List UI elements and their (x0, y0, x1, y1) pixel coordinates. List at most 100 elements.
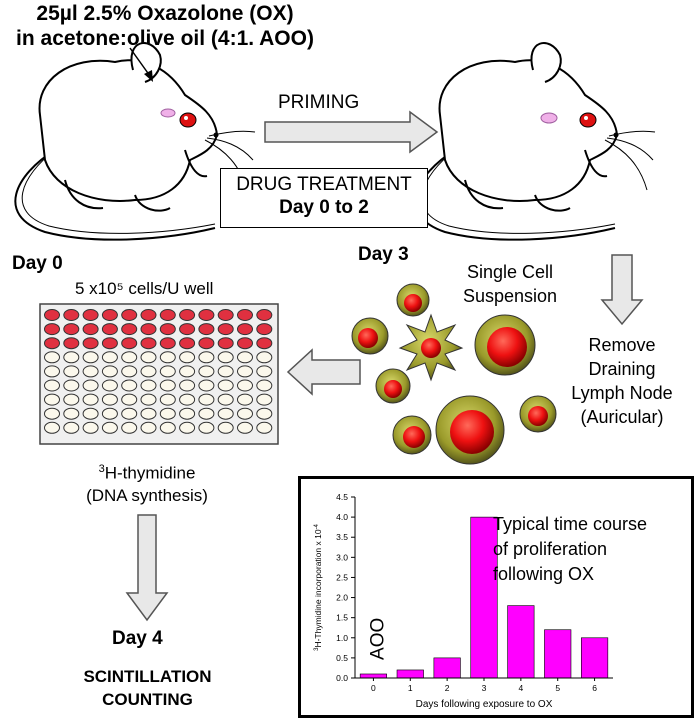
well-filled (82, 337, 99, 350)
well-empty (63, 421, 80, 434)
well-empty (217, 351, 234, 364)
x-tick-label: 6 (592, 683, 597, 693)
header-line-1: 25µl 2.5% Oxazolone (OX) (36, 2, 294, 25)
well-filled (256, 309, 273, 321)
cell-icon (435, 395, 505, 465)
well-filled (44, 337, 60, 350)
chart-bar (507, 605, 535, 679)
x-tick-label: 1 (408, 683, 413, 693)
well-empty (217, 365, 234, 378)
well-empty (256, 421, 273, 434)
cell-icon (351, 317, 389, 355)
chart-bar (544, 629, 572, 679)
well-empty (140, 351, 157, 364)
well-filled (179, 337, 196, 350)
well-empty (179, 351, 196, 364)
well-empty (121, 379, 138, 392)
well-empty (217, 393, 234, 406)
cell-icon (519, 395, 557, 433)
well-empty (82, 407, 99, 420)
well-empty (121, 407, 138, 420)
well-empty (217, 379, 234, 392)
well-empty (44, 393, 60, 406)
chart-y-label: 3H-Thymidine incorporation x 10-4 (313, 523, 323, 650)
dna-synthesis-label: (DNA synthesis) (86, 486, 208, 505)
y-tick-label: 3.5 (336, 532, 348, 542)
well-empty (237, 393, 253, 406)
well-empty (63, 393, 80, 406)
well-filled (256, 337, 273, 350)
well-filled (179, 323, 196, 336)
chart-x-label: Days following exposure to OX (416, 699, 553, 710)
well-empty (179, 393, 196, 406)
well-empty (256, 407, 273, 420)
well-empty (140, 393, 157, 406)
cells-per-well-label: 5 x10⁵ cells/U well (75, 279, 214, 298)
well-empty (159, 393, 176, 406)
well-filled (121, 337, 138, 350)
cell-icon (474, 314, 536, 376)
chart-annotation-line-3: following OX (493, 564, 594, 584)
priming-arrow-icon (264, 110, 439, 154)
well-empty (101, 421, 118, 434)
well-empty (237, 407, 253, 420)
well-empty (140, 421, 157, 434)
x-tick-label: 0 (371, 683, 376, 693)
y-tick-label: 4.5 (336, 492, 348, 502)
chart-bar (470, 516, 498, 679)
well-empty (140, 407, 157, 420)
well-empty (44, 365, 60, 378)
scintillation-line-2: COUNTING (102, 690, 193, 709)
y-tick-label: 2.0 (336, 593, 348, 603)
header-line-2: in acetone:olive oil (4:1. AOO) (16, 27, 314, 50)
well-empty (237, 379, 253, 392)
well-empty (101, 365, 118, 378)
mouse-left-icon (14, 42, 256, 241)
well-empty (179, 421, 196, 434)
drug-treatment-line-1: DRUG TREATMENT (236, 174, 412, 195)
well-empty (179, 365, 196, 378)
well-empty (140, 365, 157, 378)
well-empty (159, 407, 176, 420)
mouse-right-icon (414, 42, 656, 241)
well-filled (256, 323, 273, 336)
well-filled (82, 323, 99, 336)
well-empty (44, 379, 60, 392)
chart-bar (433, 657, 461, 679)
priming-label: PRIMING (278, 92, 360, 113)
well-filled (101, 309, 118, 321)
well-filled (179, 309, 196, 321)
well-filled (159, 323, 176, 336)
chart-bar (359, 673, 387, 679)
cell-icon (396, 283, 430, 317)
well-empty (82, 379, 99, 392)
well-empty (198, 393, 215, 406)
well-empty (82, 421, 99, 434)
well-empty (101, 407, 118, 420)
chart-aoo-annotation: AOO (367, 618, 388, 660)
well-empty (63, 365, 80, 378)
remove-node-line-2: Draining (588, 359, 656, 379)
well-filled (82, 309, 99, 321)
well-filled (140, 337, 157, 350)
well-filled (101, 337, 118, 350)
well-empty (63, 351, 80, 364)
well-filled (198, 337, 215, 350)
thymidine-superscript: 3 (98, 463, 105, 475)
y-tick-label: 0.5 (336, 653, 348, 663)
well-empty (44, 407, 60, 420)
day-0-label: Day 0 (12, 253, 63, 274)
day-4-label: Day 4 (112, 628, 163, 649)
well-empty (82, 393, 99, 406)
well-empty (256, 379, 273, 392)
well-empty (121, 393, 138, 406)
well-filled (121, 309, 138, 321)
single-cell-label: Single Cell (466, 262, 554, 282)
well-filled (44, 323, 60, 336)
well-empty (121, 351, 138, 364)
y-tick-label: 1.0 (336, 633, 348, 643)
left-arrow-plate-icon (286, 348, 361, 396)
